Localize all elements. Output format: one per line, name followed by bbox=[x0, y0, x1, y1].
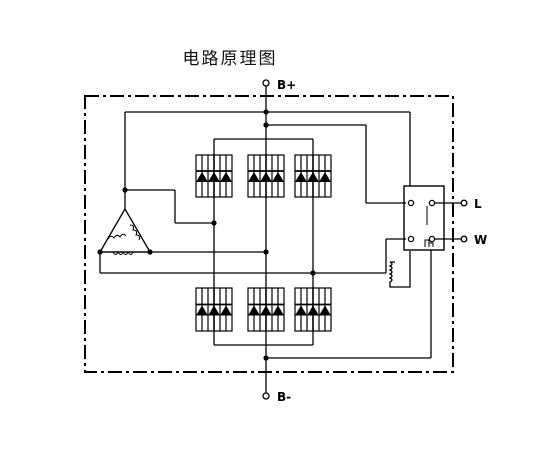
diode-bank bbox=[195, 287, 233, 332]
voltage-regulator bbox=[403, 185, 445, 251]
b-plus-label: B+ bbox=[277, 78, 296, 92]
w-label: W bbox=[474, 233, 487, 247]
rotor-field-coil bbox=[388, 251, 411, 288]
rectifier-diode-banks bbox=[195, 154, 332, 332]
diode-bank bbox=[294, 287, 332, 332]
diode-bank bbox=[294, 154, 332, 198]
diode-bank bbox=[195, 154, 233, 198]
diode-bank bbox=[247, 287, 285, 332]
b-plus-terminal bbox=[262, 79, 270, 87]
w-terminal bbox=[460, 235, 468, 243]
housing-outline bbox=[84, 95, 454, 373]
b-minus-terminal bbox=[262, 392, 270, 400]
b-minus-label: B- bbox=[277, 390, 291, 404]
l-terminal bbox=[460, 199, 468, 207]
junction-dots bbox=[97, 109, 316, 361]
diagram-title: 电路原理图 bbox=[182, 49, 278, 69]
l-label: L bbox=[474, 197, 482, 211]
stator-delta-winding bbox=[99, 208, 151, 255]
diode-bank bbox=[247, 154, 285, 198]
